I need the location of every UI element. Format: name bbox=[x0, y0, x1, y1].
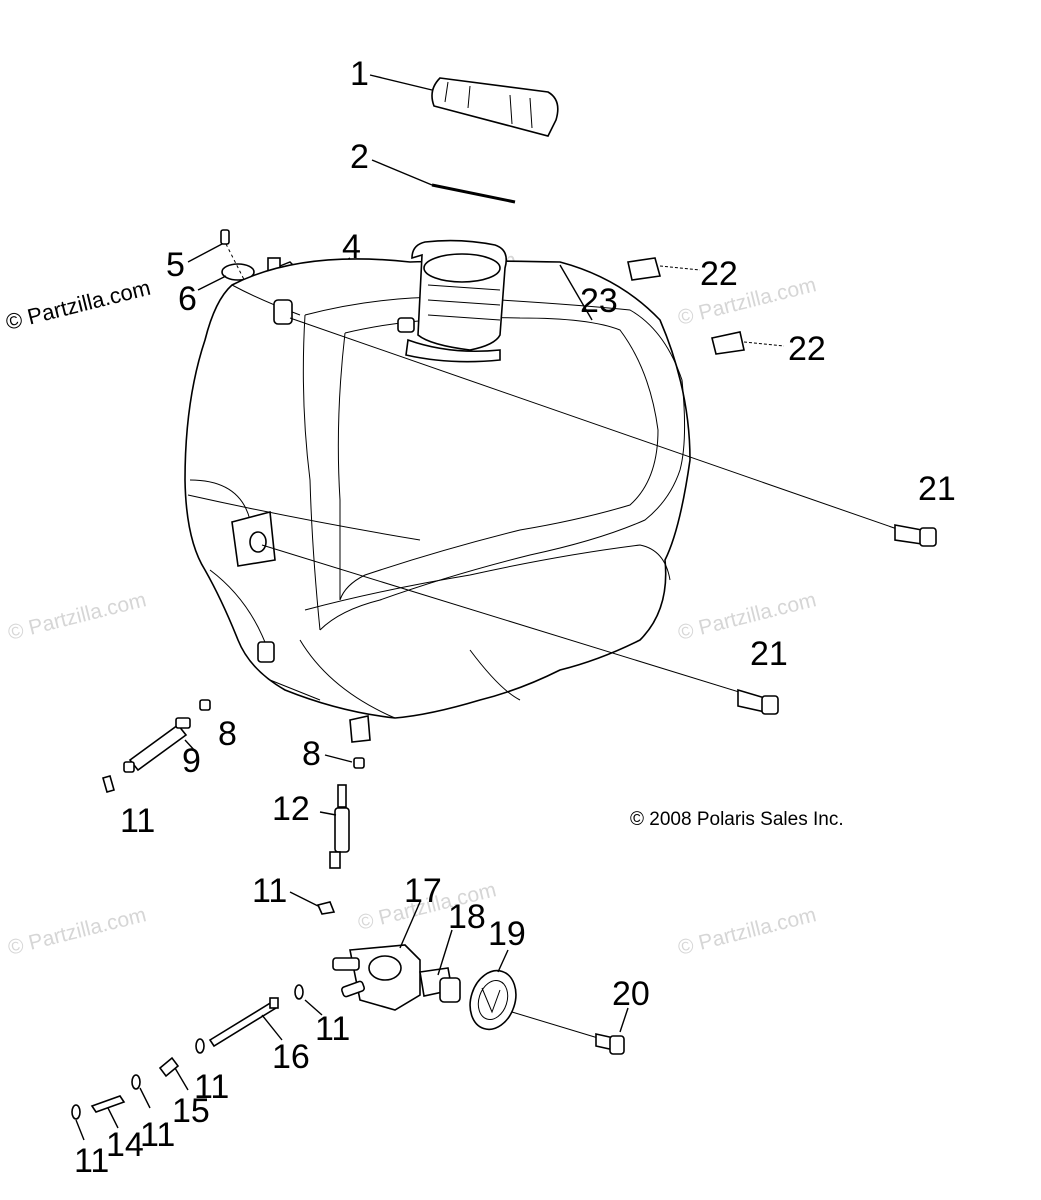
watermark: © Partzilla.com bbox=[6, 903, 149, 960]
callout-11d: 11 bbox=[194, 1068, 229, 1106]
watermark: © Partzilla.com bbox=[676, 588, 819, 645]
watermark: © Partzilla.com bbox=[676, 273, 819, 330]
callout-23: 23 bbox=[580, 282, 618, 320]
callout-14: 14 bbox=[106, 1126, 144, 1164]
callout-18: 18 bbox=[448, 898, 486, 936]
watermark-left: © Partzilla.com bbox=[3, 275, 153, 335]
callout-6: 6 bbox=[178, 280, 197, 318]
callout-1: 1 bbox=[350, 55, 369, 93]
watermark: © Partzilla.com bbox=[676, 903, 819, 960]
part-22-clips: 22 22 bbox=[627, 255, 826, 368]
callout-15: 15 bbox=[172, 1092, 210, 1130]
callout-22a: 22 bbox=[700, 255, 738, 293]
callout-9: 9 bbox=[182, 742, 201, 780]
part-21-bolts: 21 21 bbox=[261, 317, 956, 715]
callout-11f: 11 bbox=[74, 1142, 109, 1180]
callout-20: 20 bbox=[612, 975, 650, 1013]
callout-12: 12 bbox=[272, 790, 310, 828]
callout-2: 2 bbox=[350, 138, 369, 176]
watermark: © Partzilla.com bbox=[6, 588, 149, 645]
copyright-text: © 2008 Polaris Sales Inc. bbox=[630, 809, 844, 830]
part-1-pad: 1 bbox=[350, 55, 559, 137]
part-2-strap: 2 bbox=[350, 138, 516, 204]
parts-14-15-11-bottom: 11 15 11 14 11 bbox=[71, 1056, 229, 1180]
parts-17-18-fuel-valve: 17 18 bbox=[332, 872, 486, 1011]
callout-8a: 8 bbox=[218, 715, 237, 753]
part-19-cap: 19 bbox=[469, 915, 526, 1031]
callout-16: 16 bbox=[272, 1038, 310, 1076]
callout-21b: 21 bbox=[750, 635, 788, 673]
part-23-fuel-tank: 23 bbox=[184, 239, 691, 743]
callout-17: 17 bbox=[404, 872, 442, 910]
callout-11b: 11 bbox=[252, 872, 287, 910]
parts-8-12-11-center: 8 12 11 bbox=[252, 735, 365, 915]
callout-21a: 21 bbox=[918, 470, 956, 508]
callout-8b: 8 bbox=[302, 735, 321, 773]
callout-11c: 11 bbox=[315, 1010, 350, 1048]
parts-8-9-11-left: 8 9 11 bbox=[102, 699, 237, 840]
callout-4: 4 bbox=[342, 228, 361, 266]
callout-11a: 11 bbox=[120, 802, 155, 840]
callout-22b: 22 bbox=[788, 330, 826, 368]
callout-5: 5 bbox=[166, 246, 185, 284]
callout-19: 19 bbox=[488, 915, 526, 953]
callout-11e: 11 bbox=[140, 1116, 175, 1154]
part-20-screw: 20 bbox=[511, 975, 650, 1055]
parts-16-11: 16 11 bbox=[195, 984, 350, 1076]
